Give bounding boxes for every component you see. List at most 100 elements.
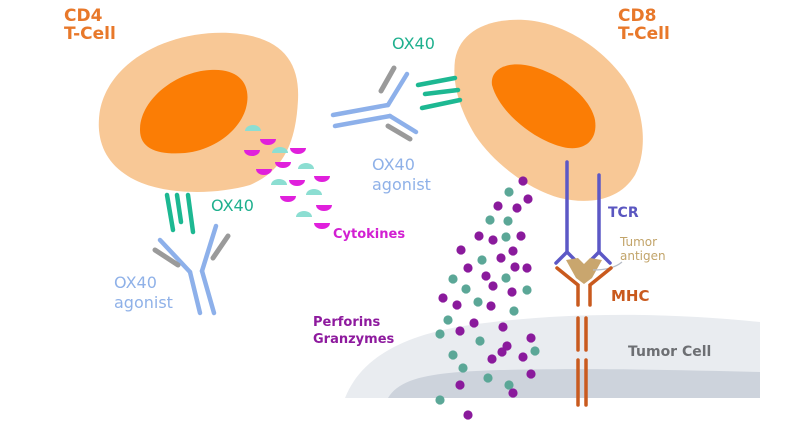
perforin-dot <box>463 263 473 273</box>
granzyme-dot <box>509 306 519 316</box>
perforin-dot <box>498 322 508 332</box>
cytokine-teal <box>271 179 287 185</box>
perforin-dot <box>452 300 462 310</box>
granzyme-dot <box>448 274 458 284</box>
cytokine-magenta <box>290 148 306 154</box>
antigen-line1: Tumor <box>620 235 658 249</box>
cd4-nucleus <box>140 69 248 154</box>
agonist-left-line1: OX40 <box>114 273 157 292</box>
perforin-dot <box>497 347 507 357</box>
cytokine-teal <box>296 211 312 217</box>
perforin-dot <box>512 203 522 213</box>
granzyme-dot <box>522 285 532 295</box>
granzyme-dot <box>485 215 495 225</box>
agonist-left-line2: agonist <box>114 293 173 312</box>
granzyme-dot <box>473 297 483 307</box>
cytokine-teal <box>245 125 261 131</box>
granzyme-dot <box>504 187 514 197</box>
agonist-top-line2: agonist <box>372 175 431 194</box>
perforin-dot <box>516 231 526 241</box>
granzyme-dot <box>435 395 445 405</box>
cytokine-magenta <box>314 223 330 229</box>
perforin-dot <box>522 263 532 273</box>
cd4-label-line2: T-Cell <box>64 23 116 44</box>
perforin-dot <box>487 354 497 364</box>
granzyme-dot <box>483 373 493 383</box>
agonist-top-line1: OX40 <box>372 155 415 174</box>
cd4-t-cell-label: CD4 T-Cell <box>64 7 116 44</box>
cytokine-teal <box>298 163 314 169</box>
cytokine-magenta <box>289 180 305 186</box>
cytokine-magenta <box>256 169 272 175</box>
antigen-line2: antigen <box>620 249 666 264</box>
ox40-receptor-cd4 <box>164 192 196 235</box>
perforin-dot <box>518 176 528 186</box>
granzyme-dot <box>477 255 487 265</box>
granzyme-dot <box>435 329 445 339</box>
perforin-dot <box>526 333 536 343</box>
ox40-agonist-label-top: OX40 agonist <box>372 155 431 195</box>
tcr-label: TCR <box>608 205 639 221</box>
perforin-dot <box>510 262 520 272</box>
ox40-agonist-antibody-top <box>330 65 419 142</box>
perforin-granzyme-cluster <box>435 176 540 420</box>
ox40-receptor-cd8 <box>415 75 463 111</box>
perforin-dot <box>481 271 491 281</box>
tumor-antigen-label: Tumor antigen <box>620 235 666 264</box>
tumor-cell-inner <box>388 369 760 398</box>
perforin-dot <box>526 369 536 379</box>
perforin-dot <box>474 231 484 241</box>
cytokine-teal <box>272 147 288 153</box>
perforin-dot <box>488 235 498 245</box>
mhc <box>555 266 613 407</box>
cytokines-label: Cytokines <box>333 227 406 242</box>
cytokine-teal <box>306 189 322 195</box>
cd8-nucleus <box>491 64 596 149</box>
perforin-dot <box>523 194 533 204</box>
ox40-agonist-antibody-left <box>152 223 231 316</box>
granzyme-dot <box>461 284 471 294</box>
cd4-t-cell <box>98 32 299 192</box>
perforin-dot <box>456 245 466 255</box>
perforin-dot <box>463 410 473 420</box>
granzyme-dot <box>504 380 514 390</box>
ox40-label-left: OX40 <box>211 196 254 215</box>
cytokine-magenta <box>316 205 332 211</box>
granzyme-dot <box>443 315 453 325</box>
perforin-dot <box>508 388 518 398</box>
granzyme-dot <box>475 336 485 346</box>
mhc-label: MHC <box>611 287 650 305</box>
cd8-t-cell-label: CD8 T-Cell <box>618 6 670 44</box>
perforin-dot <box>488 281 498 291</box>
ox40-agonist-label-left: OX40 agonist <box>114 273 173 313</box>
perforin-dot <box>493 201 503 211</box>
tumor-cell-label: Tumor Cell <box>628 344 712 360</box>
cd8-label-line2: T-Cell <box>618 23 670 44</box>
granzyme-dot <box>503 216 513 226</box>
tumor-antigen <box>566 258 602 284</box>
perforin-dot <box>455 326 465 336</box>
cytokine-magenta <box>314 176 330 182</box>
perforin-dot <box>469 318 479 328</box>
granzyme-dot <box>448 350 458 360</box>
perforin-dot <box>496 253 506 263</box>
perforin-dot <box>486 301 496 311</box>
granzymes-label: Granzymes <box>313 331 395 347</box>
perforin-dot <box>438 293 448 303</box>
perforin-dot <box>507 287 517 297</box>
granzyme-dot <box>501 273 511 283</box>
cd8-label-line1: CD8 <box>618 6 657 26</box>
perforins-granzymes-label: Perforins Granzymes <box>313 315 394 349</box>
cytokine-magenta <box>275 162 291 168</box>
perforin-dot <box>455 380 465 390</box>
cytokines-cluster <box>244 125 332 229</box>
cd8-t-cell <box>454 19 643 201</box>
perforin-dot <box>508 246 518 256</box>
tumor-cell <box>345 314 760 398</box>
cytokine-magenta <box>244 150 260 156</box>
granzyme-dot <box>501 232 511 242</box>
perforin-dot <box>518 352 528 362</box>
cytokine-magenta <box>260 139 276 145</box>
